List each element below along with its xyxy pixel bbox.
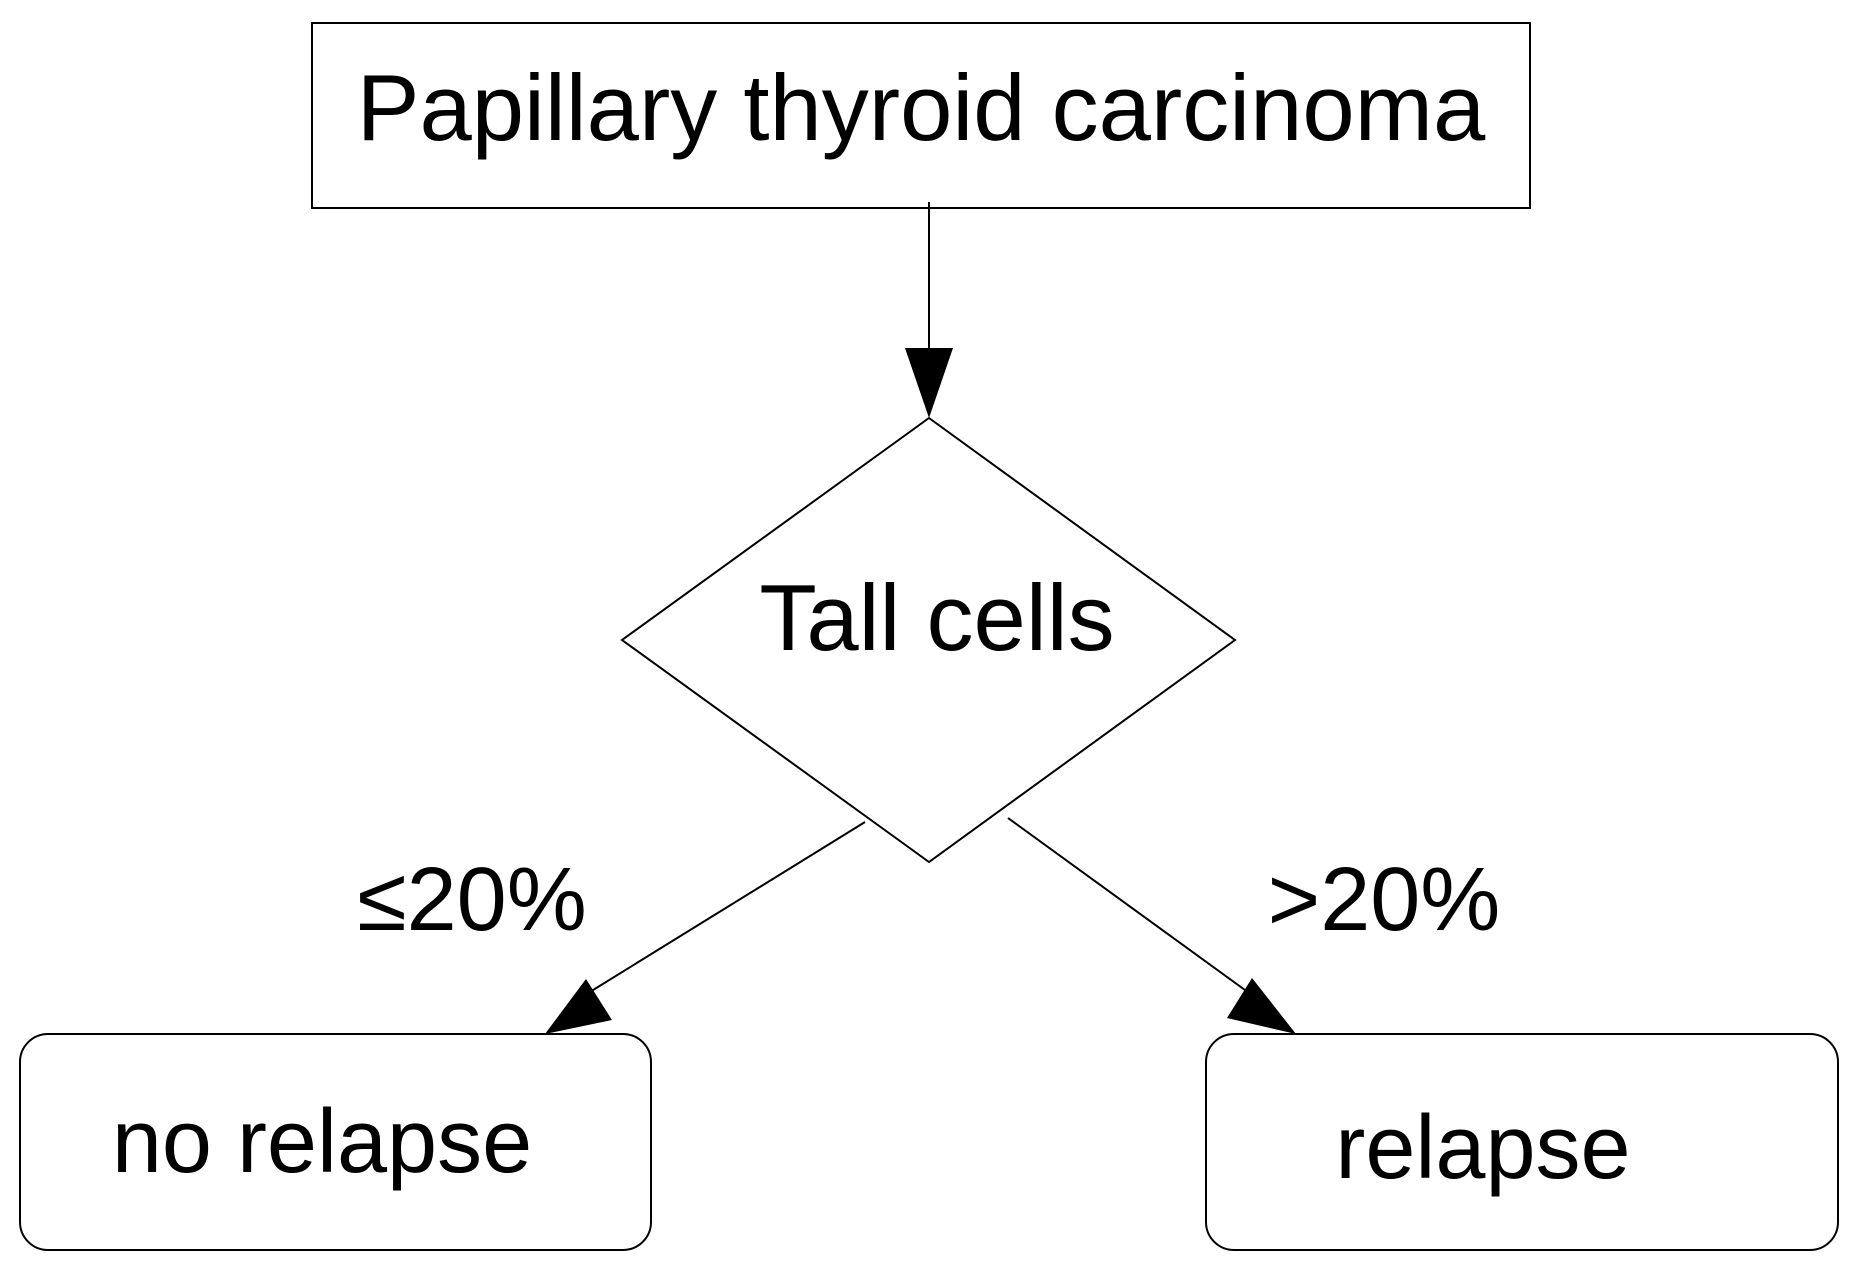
right-outcome-node-label: relapse (1335, 1098, 1630, 1198)
left-outcome-node: no relapse (19, 1033, 652, 1251)
left-outcome-node-label: no relapse (112, 1092, 532, 1192)
decision-node: Tall cells (620, 416, 1237, 864)
edge-root-to-decision (905, 202, 953, 418)
edge-decision-to-left-line (584, 821, 866, 996)
root-node-label: Papillary thyroid carcinoma (357, 55, 1486, 160)
root-node: Papillary thyroid carcinoma (311, 22, 1531, 209)
decision-node-label: Tall cells (759, 565, 1114, 670)
left-outcome-node-box (19, 1033, 652, 1251)
right-outcome-node: relapse (1205, 1033, 1839, 1251)
edge-decision-to-right-line (1007, 817, 1257, 999)
edge-decision-to-left (545, 821, 866, 1034)
edge-decision-to-right-arrowhead (1227, 978, 1296, 1034)
right-outcome-node-box (1205, 1033, 1839, 1251)
edge-root-to-decision-arrowhead (905, 348, 953, 418)
decision-node-diamond (620, 416, 1237, 864)
edge-decision-to-right (1007, 817, 1296, 1034)
edge-decision-to-left-arrowhead (545, 979, 612, 1034)
edge-left-label: ≤20% (357, 850, 587, 950)
edge-right-label: >20% (1268, 850, 1501, 950)
root-node-box (311, 22, 1531, 209)
